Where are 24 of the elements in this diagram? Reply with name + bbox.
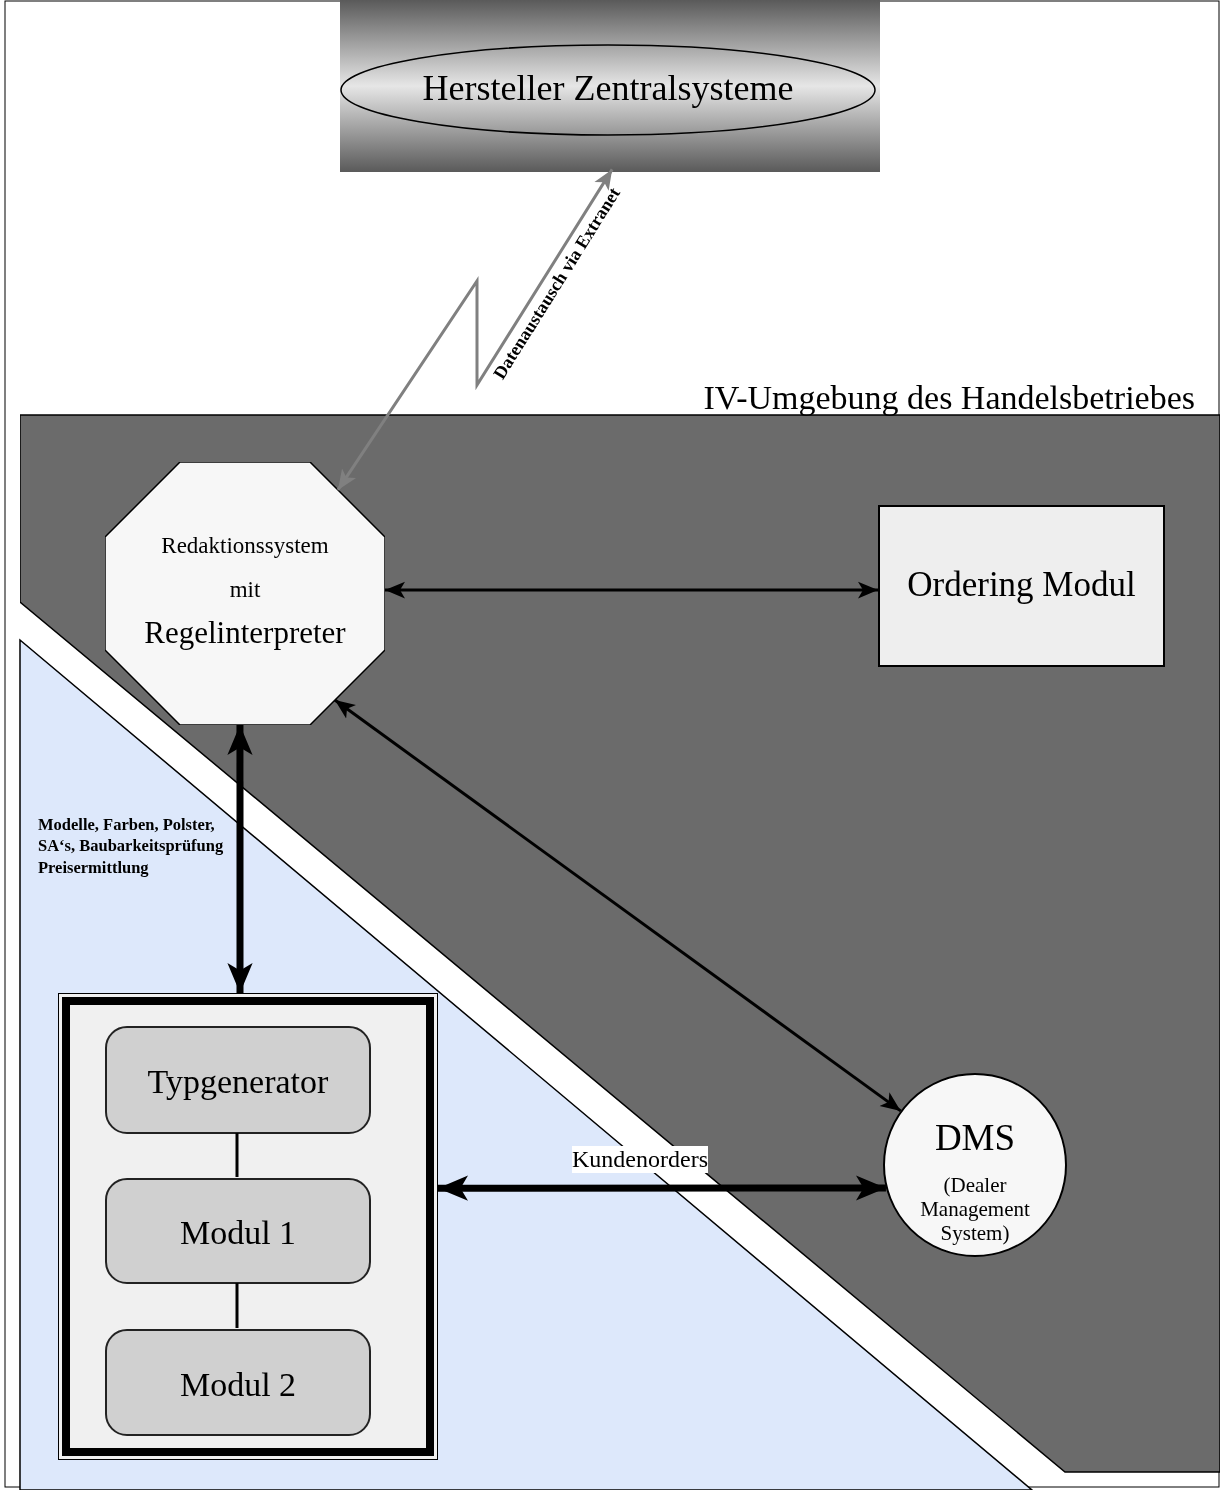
edge-label: Modelle, Farben, Polster, SA‘s, Baubarkeitsprüfung Preisermittlung [38, 814, 225, 879]
connector-line [235, 1133, 239, 1177]
module-name: Modul 1 [178, 1213, 298, 1253]
system-name: Redaktionssystem mit [160, 532, 330, 604]
dms-subtitle: (Dealer Management System) [919, 1173, 1031, 1246]
zone-heading: IV-Umgebung des Handelsbetriebes [703, 378, 1195, 418]
module-box [105, 1178, 371, 1284]
arrow [438, 1175, 886, 1201]
system-title: Hersteller Zentralsysteme [421, 68, 795, 110]
module-container [58, 993, 438, 1460]
module-name: Typgenerator [146, 1062, 330, 1102]
connector-line [235, 1283, 239, 1328]
module-box [105, 1026, 371, 1134]
edge-label: Kundenorders [572, 1146, 708, 1173]
module-name: Modul 2 [178, 1364, 298, 1404]
arrow [385, 581, 878, 599]
arrow [336, 168, 614, 491]
dms-title: DMS [933, 1117, 1017, 1160]
system-name: Regelinterpreter [143, 615, 347, 651]
module-box [878, 505, 1165, 667]
module-box [105, 1329, 371, 1436]
arrow [334, 698, 902, 1113]
module-name: Ordering Modul [906, 565, 1137, 606]
arrow [227, 725, 253, 993]
